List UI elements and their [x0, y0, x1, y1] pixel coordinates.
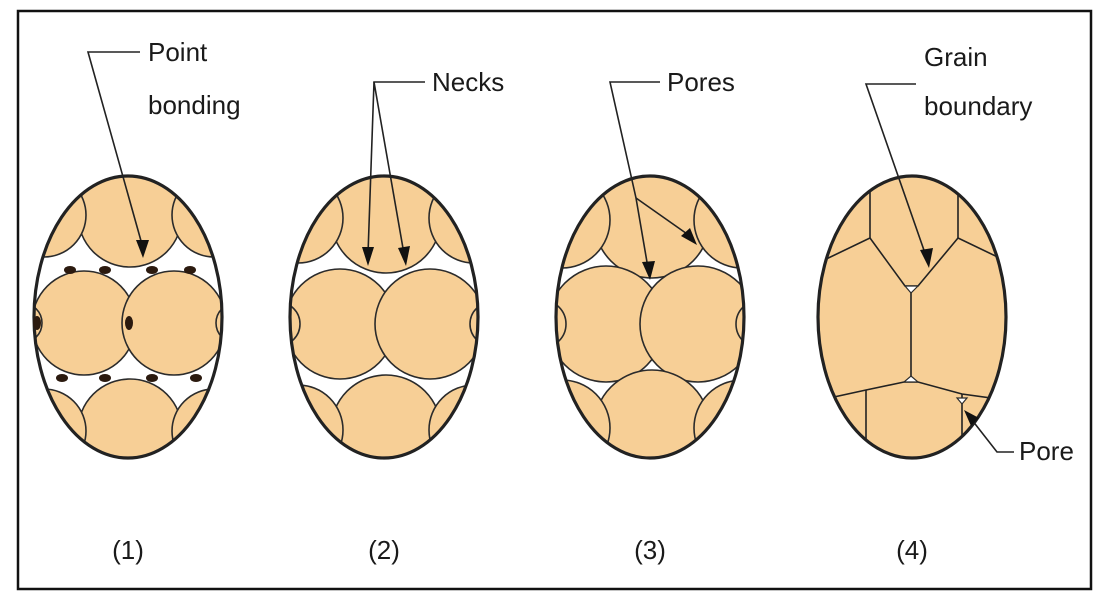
label-pore: Pore [1019, 436, 1074, 466]
label-point: Point [148, 37, 208, 67]
stage-number-1: (1) [112, 535, 144, 565]
stage-1-particle [2, 163, 256, 483]
label-pores: Pores [667, 67, 735, 97]
stage-number-3: (3) [634, 535, 666, 565]
leader-pore [972, 420, 1014, 452]
label-grain: Grain [924, 42, 988, 72]
label-bonding: bonding [148, 90, 241, 120]
stage-3-particle [514, 162, 790, 486]
stage-number-2: (2) [368, 535, 400, 565]
stage-number-4: (4) [896, 535, 928, 565]
label-necks: Necks [432, 67, 504, 97]
stage-2-particle [253, 163, 519, 485]
label-boundary: boundary [924, 91, 1032, 121]
